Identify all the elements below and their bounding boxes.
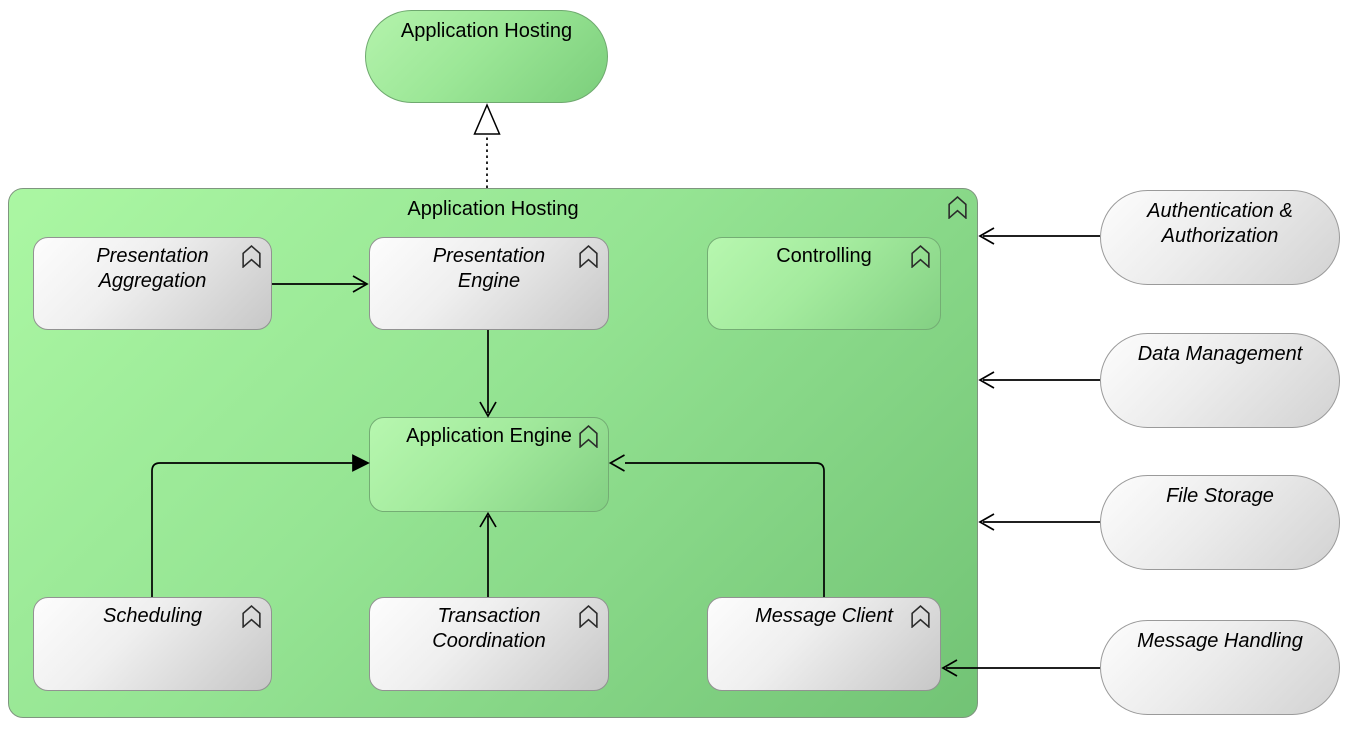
node-label: Presentation Aggregation <box>96 245 209 292</box>
node-authentication-authorization[interactable]: Authentication & Authorization <box>1100 190 1340 285</box>
node-scheduling[interactable]: Scheduling <box>33 597 272 691</box>
node-label: Presentation Engine <box>432 245 546 292</box>
node-label: Transaction Coordination <box>432 605 546 652</box>
node-message-handling[interactable]: Message Handling <box>1100 620 1340 715</box>
node-label: File Storage <box>1166 485 1274 507</box>
edge-realization-application-hosting[interactable] <box>473 103 501 188</box>
node-message-client[interactable]: Message Client <box>707 597 941 691</box>
node-controlling[interactable]: Controlling <box>707 237 941 330</box>
edge-auth-to-container[interactable] <box>978 227 1100 245</box>
function-icon <box>910 245 931 268</box>
function-icon <box>578 245 599 268</box>
function-icon <box>910 605 931 628</box>
edge-data-management-to-container[interactable] <box>978 371 1100 389</box>
node-label: Scheduling <box>103 605 202 627</box>
node-label: Application Engine <box>406 425 572 447</box>
node-data-management[interactable]: Data Management <box>1100 333 1340 428</box>
function-icon <box>241 605 262 628</box>
function-icon <box>241 245 262 268</box>
container-title: Application Hosting <box>407 198 579 220</box>
function-icon <box>578 425 599 448</box>
node-application-hosting-service[interactable]: Application Hosting <box>365 10 608 103</box>
node-label: Application Hosting <box>400 20 573 42</box>
node-label: Controlling <box>776 245 872 267</box>
node-application-engine[interactable]: Application Engine <box>369 417 609 512</box>
function-icon <box>578 605 599 628</box>
node-presentation-aggregation[interactable]: Presentation Aggregation <box>33 237 272 330</box>
node-label: Message Client <box>755 605 893 627</box>
node-label: Message Handling <box>1137 630 1303 652</box>
node-label: Authentication & Authorization <box>1147 200 1293 247</box>
node-presentation-engine[interactable]: Presentation Engine <box>369 237 609 330</box>
node-file-storage[interactable]: File Storage <box>1100 475 1340 570</box>
edge-file-storage-to-container[interactable] <box>978 513 1100 531</box>
node-transaction-coordination[interactable]: Transaction Coordination <box>369 597 609 691</box>
node-label: Data Management <box>1137 343 1303 365</box>
function-icon <box>947 196 968 219</box>
